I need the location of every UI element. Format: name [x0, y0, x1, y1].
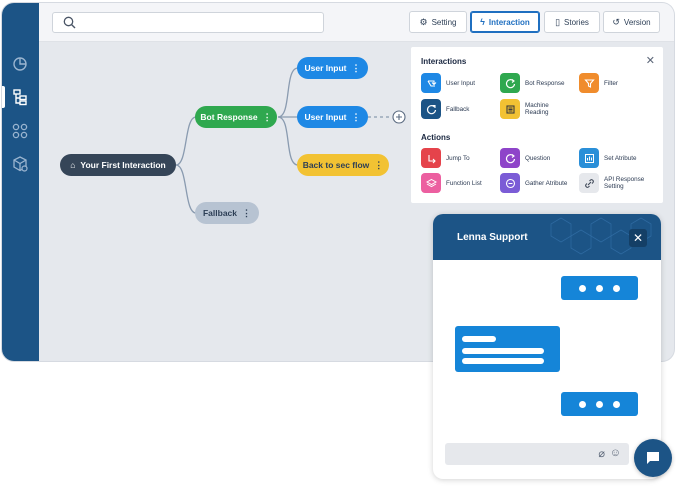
action-jump-to-label: Jump To	[446, 154, 470, 162]
interaction-bot-response-label: Bot Response	[525, 79, 565, 87]
more-vertical-icon[interactable]: ⋮	[374, 159, 384, 170]
node-user-input-2-label: User Input	[304, 112, 347, 122]
chat-launcher-button[interactable]	[634, 439, 672, 477]
flow-builder-window: ⚙ Setting ϟ Interaction ▯ Stories ↺ Vers…	[2, 3, 674, 361]
action-api-response-setting[interactable]: API Response Setting	[579, 173, 648, 193]
close-chat-button[interactable]: ✕	[629, 229, 647, 247]
flow-connectors	[175, 67, 406, 214]
interaction-fallback-label: Fallback	[446, 105, 470, 113]
sidebar-active-indicator	[2, 86, 5, 108]
action-api-response-setting-label: API Response Setting	[604, 175, 645, 190]
grid-icon[interactable]	[11, 122, 29, 140]
tab-version[interactable]: ↺ Version	[603, 11, 660, 33]
more-vertical-icon[interactable]: ⋮	[351, 111, 361, 122]
interaction-user-input[interactable]: User Input	[421, 73, 475, 93]
action-function-list-label: Function List	[446, 179, 482, 187]
node-user-input-2[interactable]: User Input ⋮	[297, 106, 368, 128]
link-icon	[579, 173, 599, 193]
message-bubble-incoming	[455, 326, 560, 372]
gather-attribute-icon	[500, 173, 520, 193]
attachment-icon[interactable]: ⌀	[598, 448, 605, 460]
action-function-list[interactable]: Function List	[421, 173, 482, 193]
interaction-user-input-label: User Input	[446, 79, 476, 87]
tab-interaction[interactable]: ϟ Interaction	[470, 11, 540, 33]
node-root-label: Your First Interaction	[80, 160, 166, 170]
emoji-icon[interactable]: ☺	[609, 447, 621, 459]
gear-icon: ⚙	[419, 16, 428, 27]
action-question-label: Question	[525, 154, 551, 162]
cube-icon[interactable]	[11, 155, 29, 173]
typing-bubble-outgoing	[561, 276, 638, 300]
sidebar	[2, 3, 39, 361]
fallback-icon	[421, 99, 441, 119]
node-bot-response-label: Bot Response	[200, 112, 258, 122]
chat-bubble-icon	[647, 452, 659, 464]
node-back-to-sec-flow[interactable]: Back to sec flow ⋮	[297, 154, 389, 176]
more-vertical-icon[interactable]: ⋮	[242, 207, 252, 218]
layers-icon	[421, 173, 441, 193]
node-back-to-sec-flow-label: Back to sec flow	[302, 160, 370, 170]
more-vertical-icon[interactable]: ⋮	[262, 111, 272, 122]
top-bar: ⚙ Setting ϟ Interaction ▯ Stories ↺ Vers…	[39, 3, 674, 42]
set-attribute-icon	[579, 148, 599, 168]
flow-tree-icon[interactable]	[11, 88, 29, 106]
interaction-filter[interactable]: Filter	[579, 73, 618, 93]
user-input-icon	[421, 73, 441, 93]
chat-title: Lenna Support	[457, 232, 528, 243]
interaction-bot-response[interactable]: Bot Response	[500, 73, 565, 93]
node-user-input-1[interactable]: User Input ⋮	[297, 57, 368, 79]
close-icon: ✕	[632, 231, 644, 245]
filter-icon	[579, 73, 599, 93]
close-icon[interactable]: ✕	[645, 55, 655, 67]
interaction-fallback[interactable]: Fallback	[421, 99, 469, 119]
hexagon-pattern-icon	[550, 217, 652, 255]
machine-reading-icon	[500, 99, 520, 119]
add-node-icon[interactable]	[392, 110, 406, 124]
question-icon	[500, 148, 520, 168]
chat-header: Lenna Support ✕	[433, 214, 661, 260]
tab-setting[interactable]: ⚙ Setting	[409, 11, 467, 33]
tab-version-label: Version	[623, 17, 651, 27]
chat-message-input[interactable]: ⌀ ☺	[445, 443, 629, 465]
interaction-machine-reading-label: Machine Reading	[525, 101, 549, 116]
node-fallback[interactable]: Fallback ⋮	[195, 202, 259, 224]
node-root[interactable]: ⌂ Your First Interaction	[60, 154, 176, 176]
action-set-attribute-label: Set Atribute	[604, 154, 637, 162]
search-icon	[63, 16, 76, 29]
more-vertical-icon[interactable]: ⋮	[351, 62, 361, 73]
interactions-heading: Interactions	[421, 57, 467, 66]
search-input[interactable]	[52, 12, 324, 33]
history-icon: ↺	[612, 16, 620, 27]
home-icon: ⌂	[70, 160, 76, 170]
tab-interaction-label: Interaction	[488, 17, 530, 27]
document-icon: ▯	[555, 16, 561, 27]
tab-stories[interactable]: ▯ Stories	[544, 11, 600, 33]
interaction-filter-label: Filter	[604, 79, 618, 87]
bolt-icon: ϟ	[480, 17, 485, 27]
action-gather-attribute-label: Gather Atribute	[525, 179, 568, 187]
action-gather-attribute[interactable]: Gather Atribute	[500, 173, 567, 193]
jump-to-icon	[421, 148, 441, 168]
action-jump-to[interactable]: Jump To	[421, 148, 470, 168]
node-bot-response[interactable]: Bot Response ⋮	[195, 106, 277, 128]
node-fallback-label: Fallback	[202, 208, 238, 218]
interaction-machine-reading[interactable]: Machine Reading	[500, 99, 557, 119]
pie-chart-icon[interactable]	[11, 55, 29, 73]
typing-bubble-outgoing-2	[561, 392, 638, 416]
node-user-input-1-label: User Input	[304, 63, 347, 73]
interactions-panel: Interactions ✕ User Input Bot Response F…	[411, 47, 663, 203]
action-set-attribute[interactable]: Set Atribute	[579, 148, 637, 168]
actions-heading: Actions	[421, 133, 451, 142]
chat-widget: Lenna Support ✕ ⌀ ☺	[433, 214, 661, 479]
action-question[interactable]: Question	[500, 148, 550, 168]
tab-setting-label: Setting	[431, 17, 457, 27]
bot-response-icon	[500, 73, 520, 93]
tab-stories-label: Stories	[564, 17, 589, 27]
